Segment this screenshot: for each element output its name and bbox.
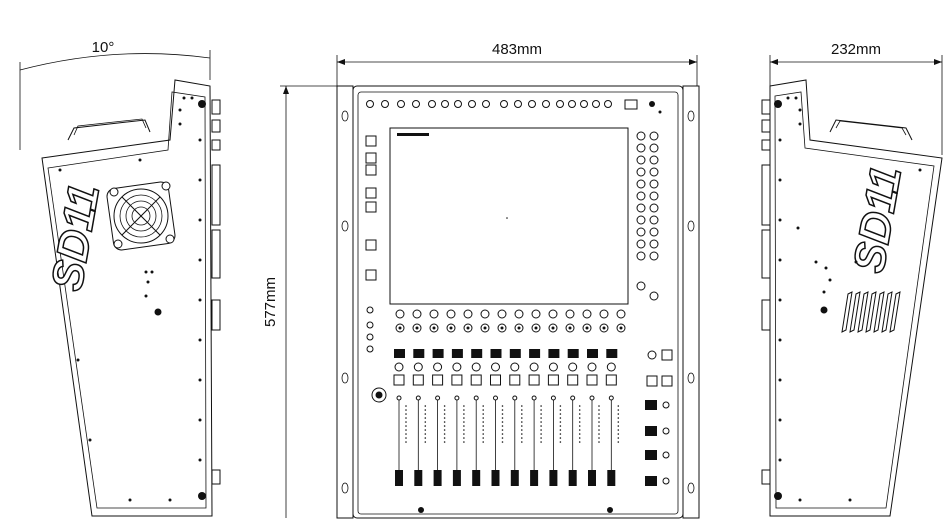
left-side-screws [58, 96, 206, 502]
right-side-view: 232mm SD11 [761, 41, 943, 517]
right-rear-connectors [761, 99, 771, 485]
touchscreen [389, 127, 629, 305]
right-side-outline [769, 79, 943, 517]
screen-right-encoders [636, 131, 659, 301]
fan-grille [106, 181, 176, 251]
top-row-knobs [366, 100, 612, 108]
rack-ears [336, 85, 700, 519]
side-vent [841, 291, 901, 333]
screen-left-buttons [365, 135, 377, 353]
headphone-jack [371, 387, 387, 403]
rotary-encoder-row [395, 309, 626, 333]
front-view: 483mm 577mm [262, 41, 700, 519]
channel-strips [393, 349, 620, 486]
front-panel [352, 85, 684, 519]
left-side-outline [41, 79, 213, 517]
depth-dimension-label: 232mm [831, 41, 881, 58]
angle-dimension-label: 10° [92, 39, 115, 56]
right-side-logo: SD11 [844, 163, 911, 277]
left-side-view: 10° [19, 39, 221, 517]
width-dimension-label: 483mm [492, 41, 542, 58]
left-rear-connectors [211, 99, 221, 485]
height-dimension-label: 577mm [262, 277, 279, 327]
right-side-screws [774, 96, 922, 502]
master-section [645, 349, 673, 486]
